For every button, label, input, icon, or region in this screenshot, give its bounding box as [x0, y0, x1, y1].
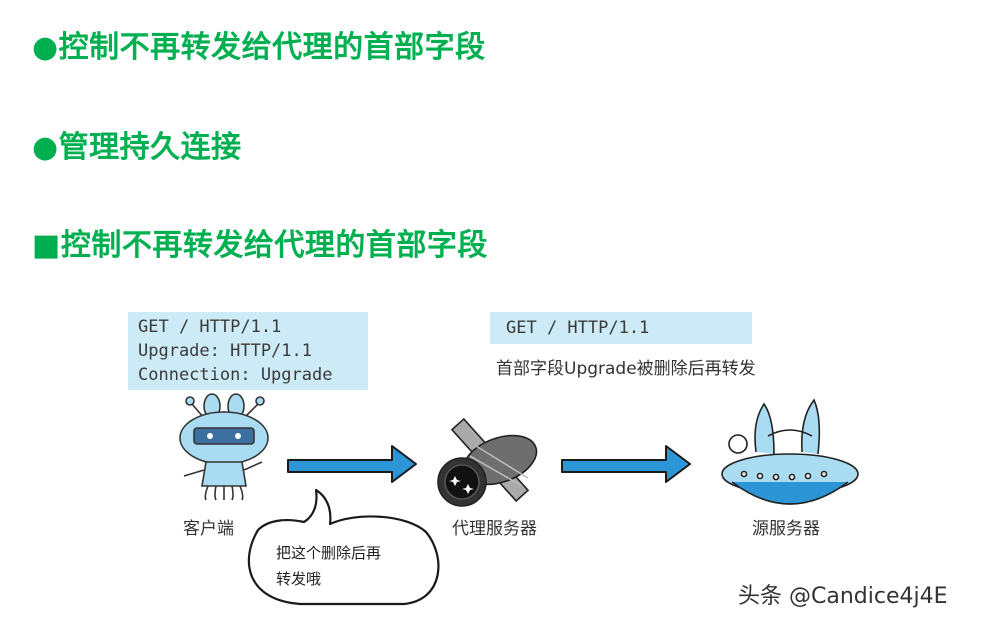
heading-1: ●控制不再转发给代理的首部字段: [32, 30, 486, 65]
speech-line-1: 把这个删除后再: [276, 544, 382, 562]
client-request-line-3: Connection: Upgrade: [138, 365, 333, 385]
arrow-client-to-proxy: [287, 445, 417, 483]
client-request-box: GET / HTTP/1.1 Upgrade: HTTP/1.1 Connect…: [128, 312, 368, 390]
heading-2: ●管理持久连接: [32, 130, 242, 165]
origin-server-icon: [721, 398, 859, 505]
proxy-request-box: GET / HTTP/1.1: [490, 312, 752, 344]
proxy-server-icon: [437, 417, 538, 507]
proxy-request-line: GET / HTTP/1.1: [506, 318, 650, 338]
speech-bubble: [247, 488, 440, 606]
client-robot-icon: [179, 393, 269, 501]
client-label: 客户端: [183, 519, 234, 539]
arrow-proxy-to-origin: [561, 445, 691, 483]
heading-3: ■控制不再转发给代理的首部字段: [32, 228, 488, 263]
client-request-line-2: Upgrade: HTTP/1.1: [138, 341, 312, 361]
proxy-note: 首部字段Upgrade被删除后再转发: [496, 359, 756, 379]
proxy-label: 代理服务器: [452, 519, 537, 539]
client-request-line-1: GET / HTTP/1.1: [138, 317, 282, 337]
speech-bubble-text: 把这个删除后再 转发哦: [276, 540, 426, 592]
watermark: 头条 @Candice4j4E: [738, 584, 948, 609]
origin-label: 源服务器: [752, 519, 820, 539]
speech-line-2: 转发哦: [276, 570, 322, 588]
